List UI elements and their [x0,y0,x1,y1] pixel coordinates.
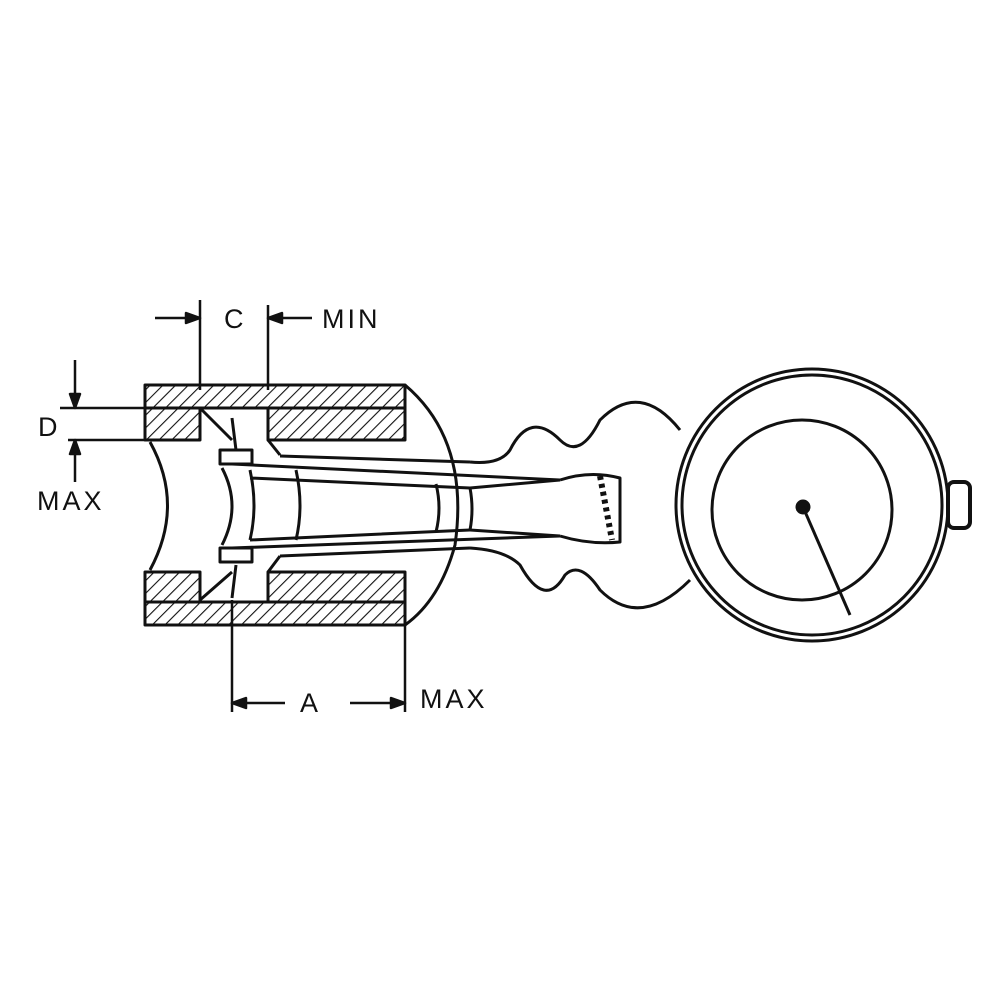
handle [469,400,692,610]
housing-bottom-section [143,570,407,627]
spindle [231,454,561,558]
dimension-d-label: D [38,412,61,442]
dimension-c-limit-label: MIN [322,304,381,334]
dimension-d [60,360,145,482]
dimension-a [230,600,407,712]
housing-top-section [143,383,407,442]
dial-needle [801,506,852,616]
dimension-a-limit-label: MAX [420,684,488,714]
dimension-a-label: A [300,688,322,718]
dimension-d-limit-label: MAX [37,486,105,516]
dimension-c-label: C [224,304,247,334]
dimension-c [155,300,312,390]
dial-indicator [674,367,972,643]
